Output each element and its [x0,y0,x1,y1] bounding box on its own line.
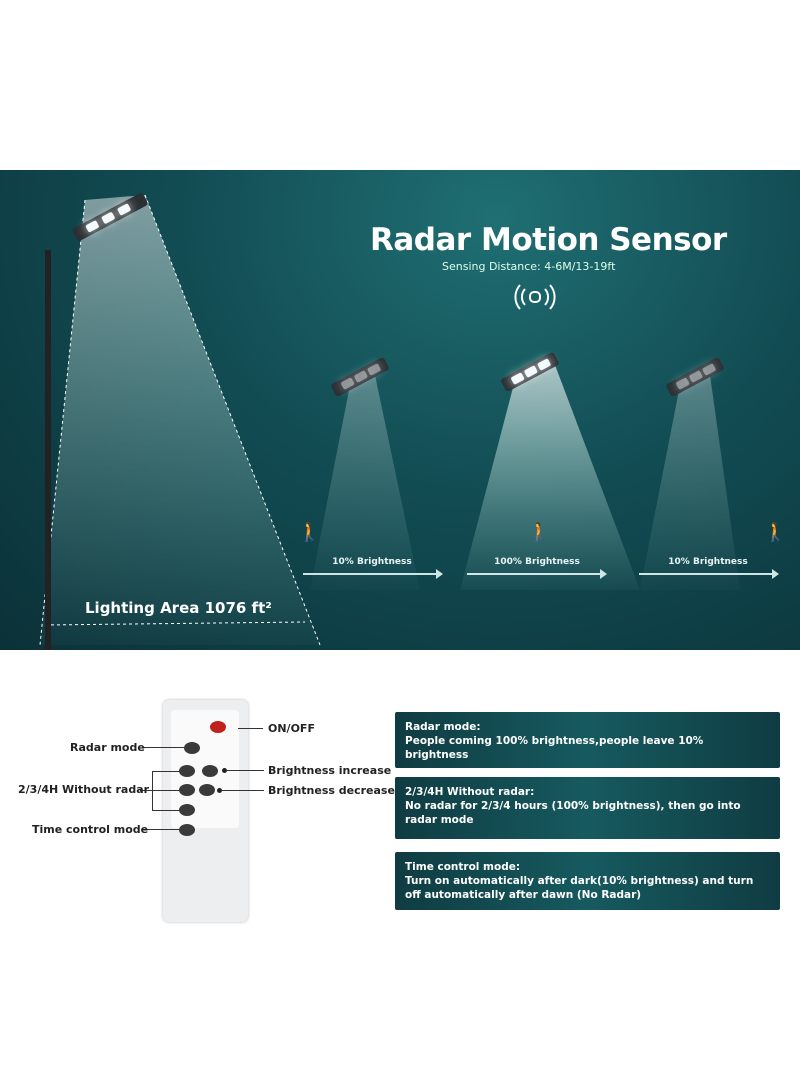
brightness-down-button[interactable] [199,784,215,796]
brightness-decrease-label: Brightness decrease [268,784,395,797]
info-panel-without-radar: 2/3/4H Without radar: No radar for 2/3/4… [395,777,780,839]
walking-person-icon: 🚶 [298,522,321,543]
stage-label: 100% Brightness [494,557,580,567]
connector [226,770,264,771]
connector [152,771,180,772]
radar-wave-icon [514,284,556,310]
brightness-increase-label: Brightness increase [268,764,392,777]
panel-text: No radar for 2/3/4 hours (100% brightnes… [405,800,741,826]
radar-mode-label: Radar mode [70,741,145,754]
info-panel-time-control: Time control mode: Turn on automatically… [395,852,780,910]
stage-label: 10% Brightness [668,557,748,567]
connector [142,747,184,748]
remote-control [163,700,248,922]
connector [140,790,180,791]
info-panel-radar: Radar mode: People coming 100% brightnes… [395,712,780,768]
connector [152,771,153,811]
hero-subtitle: Sensing Distance: 4-6M/13-19ft [442,260,616,273]
connector [152,810,180,811]
light-beams [39,194,740,646]
arrow [639,569,779,579]
brightness-up-button[interactable] [202,765,218,777]
radar-mode-button[interactable] [184,742,200,754]
dot [222,768,227,773]
hero-title: Radar Motion Sensor [370,222,727,258]
walking-person-icon: 🚶 [528,522,551,543]
panel-title: 2/3/4H Without radar: [405,786,535,798]
panel-title: Time control mode: [405,861,521,873]
on-off-label: ON/OFF [268,722,315,735]
lamp-pole [45,250,51,650]
connector [238,728,263,729]
without-radar-button[interactable] [179,804,195,816]
panel-title: Radar mode: [405,721,481,733]
without-radar-label: 2/3/4H Without radar [18,783,150,796]
arrow [303,569,443,579]
connector [142,829,180,830]
walking-person-icon: 🚶 [764,522,787,543]
time-control-button[interactable] [179,824,195,836]
panel-text: People coming 100% brightness,people lea… [405,735,704,761]
connector [221,790,264,791]
power-button[interactable] [210,721,226,733]
panel-text: Turn on automatically after dark(10% bri… [405,875,754,901]
hero-banner: Radar Motion Sensor Sensing Distance: 4-… [0,170,800,650]
arrow [467,569,607,579]
stage-label: 10% Brightness [332,557,412,567]
lighting-area-label: Lighting Area 1076 ft² [85,599,272,617]
time-control-label: Time control mode [32,823,149,836]
without-radar-button[interactable] [179,765,195,777]
dot [217,788,222,793]
without-radar-button[interactable] [179,784,195,796]
